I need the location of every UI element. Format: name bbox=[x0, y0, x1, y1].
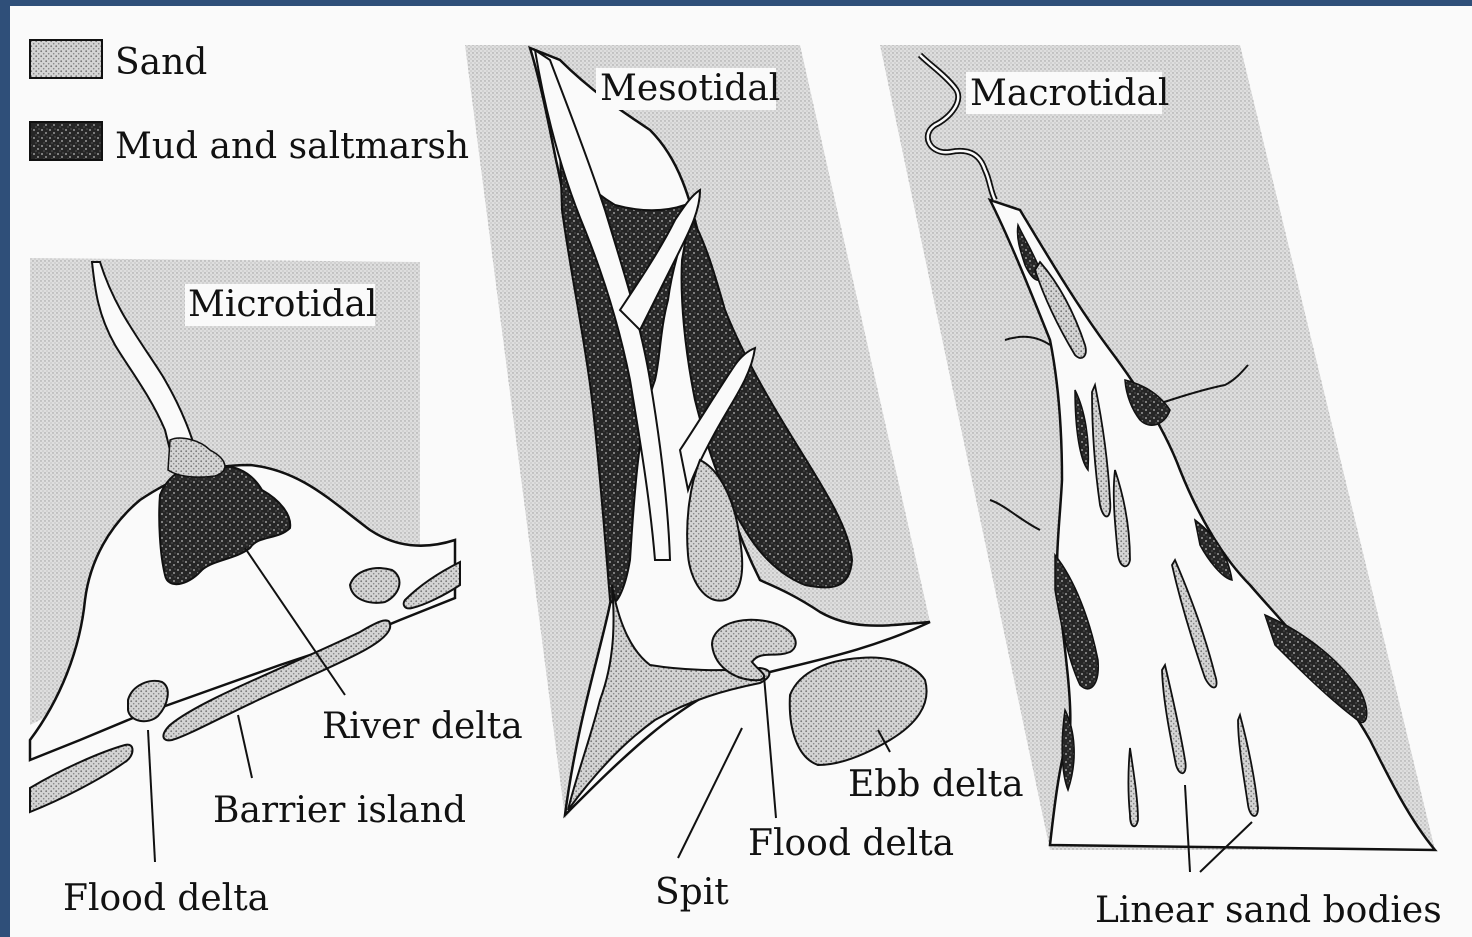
mud-legend-swatch bbox=[30, 122, 102, 160]
microtidal-panel: Microtidal River delta Barrier island Fl… bbox=[30, 258, 523, 919]
sand-legend-swatch bbox=[30, 40, 102, 78]
meso-flood-delta-leader bbox=[764, 676, 776, 818]
spit-leader bbox=[678, 728, 742, 858]
ebb-delta-label: Ebb delta bbox=[848, 764, 1024, 805]
mud-legend-label: Mud and saltmarsh bbox=[115, 126, 469, 167]
sand-legend-label: Sand bbox=[115, 42, 207, 83]
linear-sand-bodies-label: Linear sand bodies bbox=[1095, 890, 1442, 931]
mesotidal-ebb-delta bbox=[790, 657, 927, 765]
microtidal-flood-delta-label: Flood delta bbox=[63, 878, 269, 919]
microtidal-title: Microtidal bbox=[188, 284, 377, 325]
macrotidal-title: Macrotidal bbox=[970, 73, 1169, 114]
legend: Sand Mud and saltmarsh bbox=[30, 40, 469, 167]
spit-label: Spit bbox=[655, 872, 729, 913]
barrier-island-label: Barrier island bbox=[213, 790, 466, 831]
barrier-island-leader bbox=[238, 715, 252, 778]
mesotidal-title: Mesotidal bbox=[600, 68, 780, 109]
mesotidal-flood-delta-label: Flood delta bbox=[748, 823, 954, 864]
river-delta-label: River delta bbox=[322, 706, 523, 747]
flood-delta-leader bbox=[148, 730, 155, 862]
